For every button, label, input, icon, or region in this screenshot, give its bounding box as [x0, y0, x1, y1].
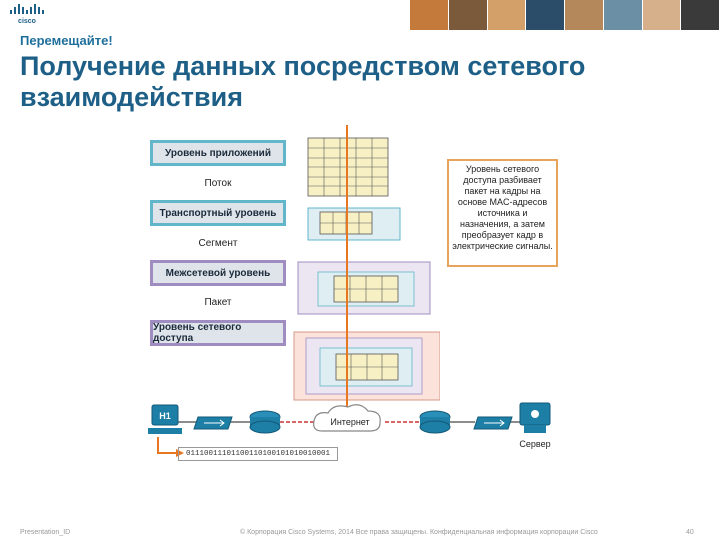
layer-transport: Транспортный уровень [150, 200, 286, 226]
internet-label: Интернет [330, 417, 369, 427]
network-topology: H1 Интернет Сервер [148, 402, 551, 457]
bit-stream: 01110011101100110100101010010001 [178, 447, 338, 461]
host-h1-icon: H1 [148, 404, 182, 434]
router-icon [419, 410, 451, 434]
layer-application: Уровень приложений [150, 140, 286, 166]
logo-text: cisco [18, 18, 36, 24]
server-label: Сервер [519, 439, 550, 449]
pdu-stream-label: Поток [204, 178, 232, 189]
layer-internet: Межсетевой уровень [150, 260, 286, 286]
switch-icon [193, 416, 233, 430]
host-label: H1 [159, 411, 171, 421]
header-photo-strip [410, 0, 720, 30]
frame-block [293, 331, 440, 401]
slide-subtitle: Перемещайте! [20, 33, 113, 48]
layer-network-access: Уровень сетевого доступа [150, 320, 286, 346]
page-number: 40 [686, 529, 694, 536]
cisco-logo: cisco [8, 4, 46, 25]
switch-icon [473, 416, 513, 430]
slide-title: Получение данных посредством сетевого вз… [20, 51, 586, 112]
footer-presentation-id: Presentation_ID [20, 529, 71, 536]
footer-copyright: © Корпорация Cisco Systems, 2014 Все пра… [240, 529, 598, 536]
data-stream-block [307, 137, 389, 197]
flow-arrow [346, 125, 348, 412]
encapsulation-diagram [293, 137, 440, 401]
server-icon: Сервер [519, 402, 551, 449]
router-icon [249, 410, 281, 434]
internet-cloud-icon: Интернет [313, 404, 381, 432]
pdu-packet-label: Пакет [204, 297, 232, 308]
packet-block [297, 261, 431, 315]
pdu-segment-label: Сегмент [198, 238, 238, 249]
callout-box: Уровень сетевого доступа разбивает пакет… [447, 159, 558, 267]
segment-block [307, 207, 401, 241]
